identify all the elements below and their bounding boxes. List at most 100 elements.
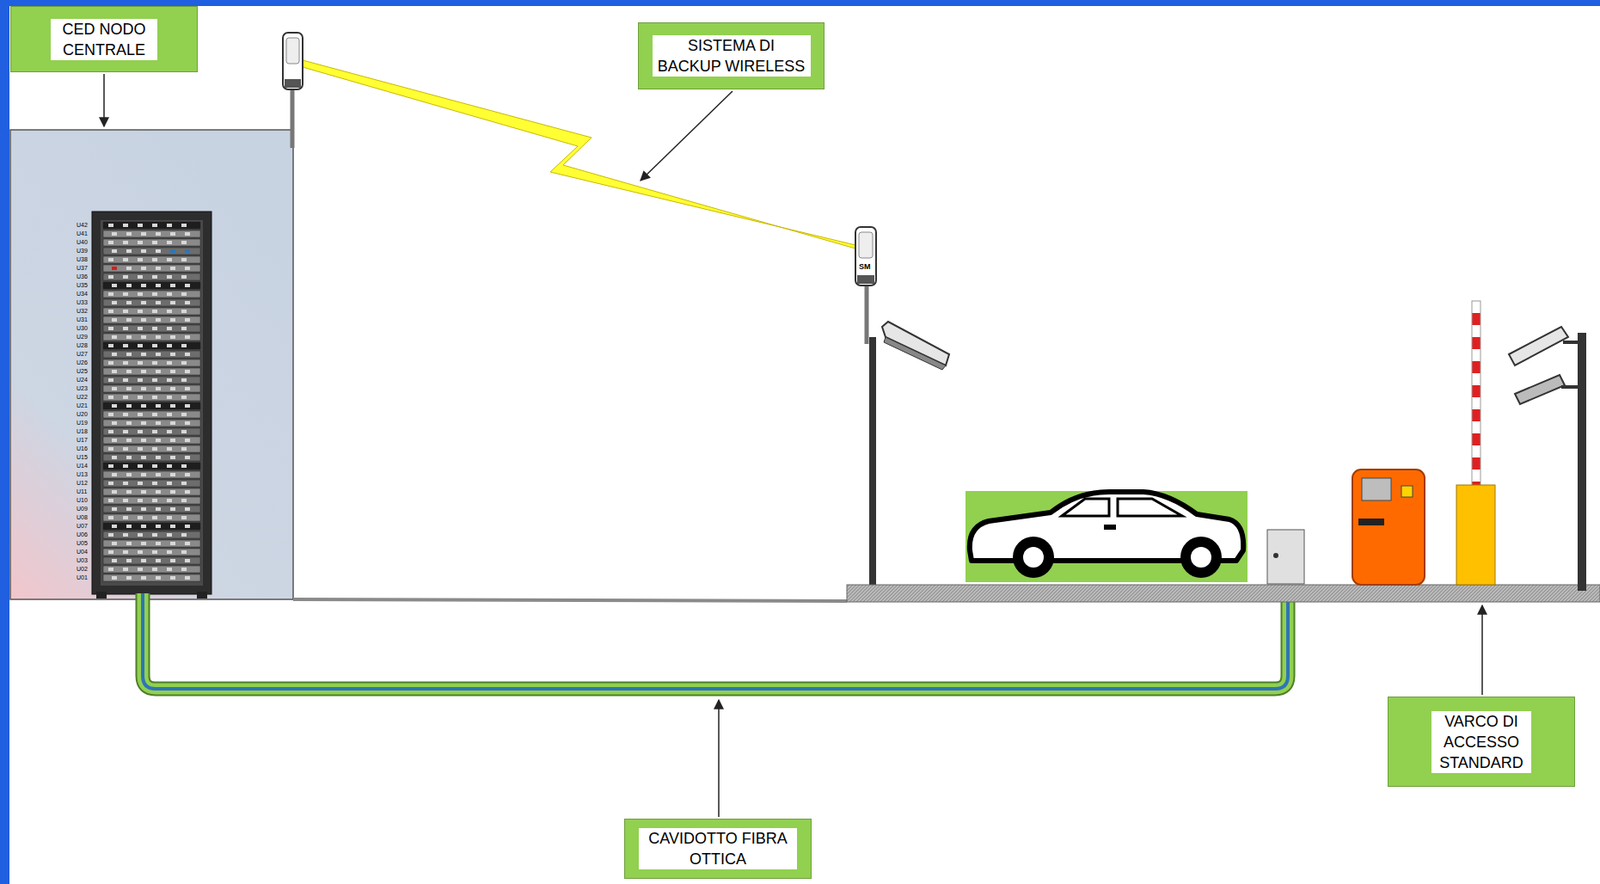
- rack-unit-number: U07: [76, 521, 88, 530]
- building: [10, 129, 294, 600]
- port: [137, 361, 143, 365]
- rack-unit: [103, 367, 201, 375]
- port: [140, 558, 147, 563]
- port: [152, 533, 158, 537]
- label-text: SISTEMA DI BACKUP WIRELESS: [652, 35, 811, 77]
- rack-unit-number: U10: [76, 496, 88, 504]
- port: [126, 283, 132, 288]
- port: [152, 223, 158, 227]
- port: [126, 404, 132, 408]
- rack-unit-number: U04: [76, 547, 88, 556]
- rack-unit-number: U30: [76, 324, 88, 332]
- port: [155, 352, 161, 356]
- port: [152, 515, 158, 520]
- server-rack: [91, 211, 212, 599]
- port: [166, 275, 172, 279]
- port: [152, 378, 158, 382]
- port: [166, 515, 172, 520]
- port: [152, 240, 158, 245]
- port: [184, 300, 191, 305]
- port: [170, 455, 176, 460]
- port: [108, 343, 114, 348]
- port: [170, 490, 176, 494]
- rack-unit: [103, 445, 201, 453]
- port: [170, 249, 176, 253]
- rack-unit: [103, 539, 201, 547]
- port: [166, 326, 172, 331]
- rack-unit: [103, 479, 201, 487]
- rack-unit-number: U34: [76, 289, 88, 298]
- port: [108, 515, 114, 520]
- port: [111, 249, 117, 253]
- rack-unit: [103, 453, 201, 461]
- port: [155, 455, 161, 460]
- port: [155, 266, 161, 270]
- port: [111, 386, 117, 391]
- port: [140, 490, 147, 494]
- port: [111, 490, 117, 494]
- port: [108, 240, 114, 245]
- port: [108, 326, 114, 331]
- camera-pole: [1508, 326, 1587, 591]
- port: [137, 515, 143, 520]
- rack-unit-number: U33: [76, 298, 88, 307]
- port: [140, 369, 147, 374]
- label-box: SISTEMA DI BACKUP WIRELESS: [637, 22, 825, 90]
- port: [152, 412, 158, 417]
- port: [155, 558, 161, 563]
- port: [155, 576, 161, 580]
- rack-unit-number: U21: [76, 401, 88, 410]
- port: [181, 498, 187, 503]
- port: [111, 352, 117, 356]
- port: [184, 386, 191, 391]
- barrier: [1456, 300, 1496, 585]
- rack-unit-number: U12: [76, 478, 88, 487]
- port: [140, 472, 147, 477]
- port: [140, 576, 147, 580]
- port: [108, 550, 114, 554]
- port: [170, 335, 176, 339]
- port: [140, 438, 147, 442]
- rack-unit-number: U37: [76, 263, 88, 272]
- port: [137, 275, 143, 279]
- port: [152, 429, 158, 434]
- rack-unit-number: U29: [76, 332, 88, 341]
- port: [126, 438, 132, 442]
- port: [126, 386, 132, 391]
- port: [122, 378, 129, 382]
- port: [111, 335, 117, 339]
- rack-unit-number: U22: [76, 392, 88, 401]
- rack-unit: [103, 385, 201, 393]
- port: [166, 498, 172, 503]
- port: [111, 266, 117, 270]
- rack-unit: [103, 359, 201, 367]
- rack-unit: [103, 531, 201, 539]
- rack-unit-number: U27: [76, 349, 88, 358]
- port: [140, 266, 147, 270]
- port: [181, 309, 187, 313]
- port: [122, 257, 129, 262]
- port: [170, 558, 176, 563]
- port: [152, 464, 158, 468]
- port: [126, 369, 132, 374]
- port: [137, 412, 143, 417]
- port: [122, 447, 129, 451]
- port: [170, 266, 176, 270]
- port: [184, 541, 191, 546]
- port: [126, 576, 132, 580]
- port: [108, 447, 114, 451]
- rack-unit: [103, 557, 201, 564]
- port: [166, 240, 172, 245]
- port: [122, 275, 129, 279]
- rack-unit-number: U15: [76, 453, 88, 461]
- rack-unit: [103, 436, 201, 444]
- rack-unit-number: U11: [76, 487, 87, 496]
- port: [122, 223, 129, 227]
- port: [111, 524, 117, 528]
- port: [137, 257, 143, 262]
- port: [140, 335, 147, 339]
- port: [126, 335, 132, 339]
- port: [166, 378, 172, 382]
- port: [184, 472, 191, 477]
- port: [170, 472, 176, 477]
